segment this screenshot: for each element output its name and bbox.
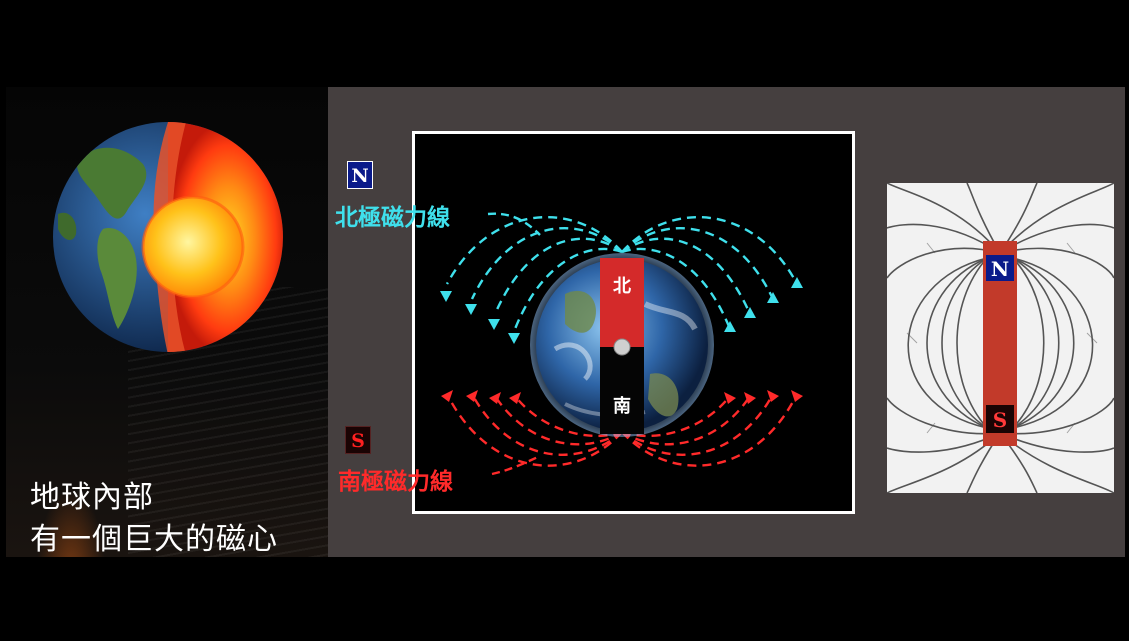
- caption: 地球內部 有一個巨大的磁心: [30, 477, 278, 557]
- north-field-label: 北極磁力線: [335, 204, 450, 231]
- filings-magnet-north: N: [991, 257, 1009, 281]
- iron-filings-photo: N S: [887, 183, 1114, 493]
- north-pole-badge: N: [347, 161, 373, 189]
- lava-glow: [36, 487, 106, 557]
- filings-magnet-south: S: [993, 408, 1007, 432]
- south-pole-badge: S: [345, 426, 371, 454]
- caption-line-1: 地球內部: [30, 480, 154, 515]
- magnetic-field-diagram: 北 南: [412, 131, 855, 514]
- south-arrowheads: [441, 390, 803, 404]
- earth-cutaway-illustration: [53, 122, 283, 352]
- bar-magnet: [600, 258, 644, 434]
- magnet-south-label: 南: [613, 395, 631, 417]
- caption-line-2: 有一個巨大的磁心: [30, 522, 278, 557]
- field-lines-canvas: 北 南: [440, 215, 803, 467]
- north-arrowheads: [440, 277, 803, 344]
- iron-filings-pattern: N S: [887, 183, 1114, 493]
- earth-interior-panel: 地球內部 有一個巨大的磁心: [6, 87, 328, 557]
- magnet-north-label: 北: [613, 276, 631, 297]
- north-field-lines: [445, 215, 799, 330]
- south-field-label: 南極磁力線: [338, 468, 453, 495]
